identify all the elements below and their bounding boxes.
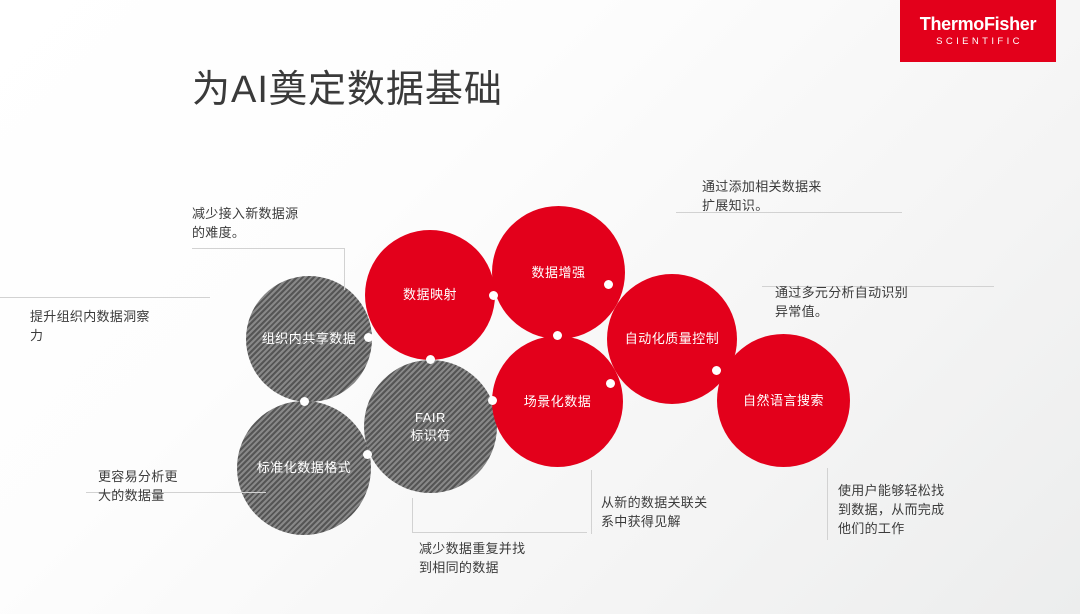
callout-outliers: 通过多元分析自动识别 异常值。 [775,285,909,319]
node-label: FAIR 标识符 [410,409,451,443]
junction-dot-quality-search [712,366,721,375]
node-org-shared-data[interactable]: 组织内共享数据 [246,276,372,402]
leader-line-onboarding [192,248,344,249]
leader-line-relations [591,470,592,534]
leader-line-onboarding-drop [344,248,345,290]
callout-insight: 提升组织内数据洞察 力 [30,309,150,343]
leader-line-dedup-base [412,532,587,533]
junction-dot-org-standard [300,397,309,406]
node-auto-quality[interactable]: 自动化质量控制 [607,274,737,404]
leader-line-insight [0,297,210,298]
junction-dot-standard-fair [363,450,372,459]
node-data-enrichment[interactable]: 数据增强 [492,206,625,339]
callout-knowledge: 通过添加相关数据来 扩展知识。 [702,179,822,213]
junction-dot-enrichment-quality [553,331,562,340]
node-label: 自然语言搜索 [742,392,824,408]
callout-onboarding: 减少接入新数据源 的难度。 [192,206,299,240]
leader-line-outliers [762,286,994,287]
junction-dot-mapping-enrichment [489,291,498,300]
callout-findability: 使用户能够轻松找 到数据，从而完成 他们的工作 [838,483,945,536]
junction-dot-enrichment-quality-top [604,280,613,289]
junction-dot-mapping-fair [426,355,435,364]
node-label: 标准化数据格式 [256,460,352,476]
node-label: 自动化质量控制 [624,331,720,347]
logo-secondary-text: SCIENTIFIC [936,36,1023,48]
node-standard-format[interactable]: 标准化数据格式 [237,401,371,535]
callout-volume: 更容易分析更 大的数据量 [98,469,178,503]
node-contextual-data[interactable]: 场景化数据 [492,336,623,467]
node-label: 数据增强 [531,264,586,280]
thermofisher-logo: ThermoFisher SCIENTIFIC [900,0,1056,62]
node-data-mapping[interactable]: 数据映射 [365,230,495,360]
page-title: 为AI奠定数据基础 [192,69,503,111]
node-label: 组织内共享数据 [261,331,357,347]
callout-relations: 从新的数据关联关 系中获得见解 [601,495,708,529]
logo-primary-text: ThermoFisher [919,13,1037,34]
node-label: 数据映射 [402,287,457,303]
junction-dot-org-mapping [364,333,373,342]
callout-dedup: 减少数据重复并找 到相同的数据 [419,541,526,575]
node-fair-id[interactable]: FAIR 标识符 [364,360,497,493]
node-nl-search[interactable]: 自然语言搜索 [717,334,850,467]
leader-line-dedup [412,498,413,532]
leader-line-findability [827,468,828,540]
junction-dot-fair-contextual [488,396,497,405]
node-label: 场景化数据 [523,393,592,409]
junction-dot-quality-contextual [606,379,615,388]
leader-line-knowledge [676,212,902,213]
leader-line-volume [86,492,266,493]
